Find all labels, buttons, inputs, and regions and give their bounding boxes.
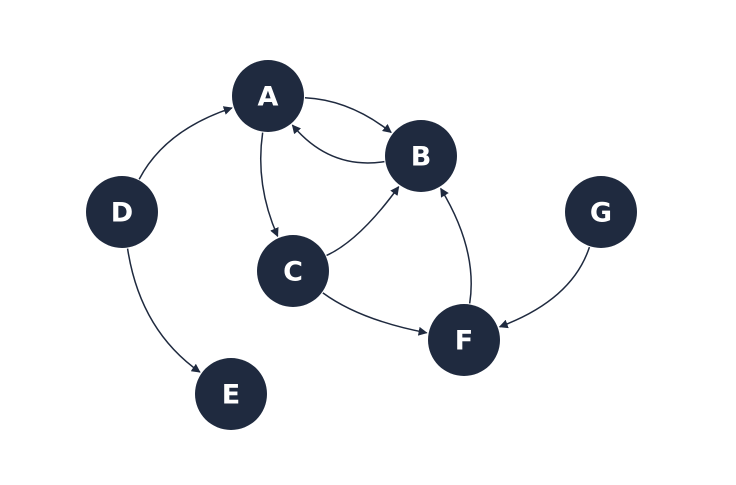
node-c-label: C	[283, 257, 303, 288]
node-b-label: B	[411, 142, 432, 173]
node-b: B	[385, 120, 457, 192]
node-c: C	[257, 235, 329, 307]
edge-a-to-c	[259, 132, 279, 238]
edge-d-to-a	[138, 106, 233, 180]
node-e: E	[195, 358, 267, 430]
node-d-label: D	[111, 198, 133, 229]
node-e-label: E	[222, 380, 240, 411]
node-g-circle	[565, 176, 637, 248]
edge-c-to-b	[326, 186, 400, 257]
node-g-label: G	[590, 198, 612, 229]
edges	[126, 97, 591, 373]
edge-f-to-b	[440, 187, 472, 304]
node-a-circle	[232, 60, 304, 132]
node-d: D	[86, 176, 158, 248]
edge-g-to-f	[498, 246, 591, 329]
node-c-circle	[257, 235, 329, 307]
node-e-circle	[195, 358, 267, 430]
node-g: G	[565, 176, 637, 248]
node-a: A	[232, 60, 304, 132]
edge-c-to-f	[322, 292, 428, 336]
edge-a-to-b	[304, 97, 392, 134]
node-f-label: F	[455, 326, 473, 357]
nodes: A B C D E F G	[86, 60, 637, 430]
node-f: F	[428, 304, 500, 376]
node-d-circle	[86, 176, 158, 248]
edge-d-to-e	[126, 248, 201, 373]
node-f-circle	[428, 304, 500, 376]
node-b-circle	[385, 120, 457, 192]
node-a-label: A	[258, 82, 279, 113]
edge-b-to-a	[291, 124, 385, 164]
